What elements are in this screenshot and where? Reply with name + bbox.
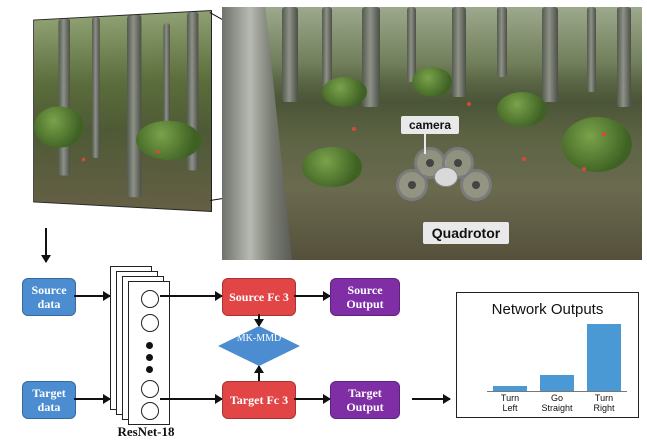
mk-mmd-diamond [218, 326, 300, 366]
target-data-arrow [74, 394, 111, 404]
source-output-box: Source Output [330, 278, 400, 316]
target-fc-to-mmd-arrow [254, 365, 264, 381]
chart-title: Network Outputs [491, 301, 604, 318]
neuron-node [141, 290, 159, 308]
source-fc3-box: Source Fc 3 [222, 278, 296, 316]
quadrotor-drone [394, 147, 494, 207]
bar-go-straight [540, 375, 574, 391]
camera-label: camera [401, 116, 459, 134]
source-fc-to-output-arrow [294, 291, 331, 301]
camera-view-image [33, 10, 212, 212]
mk-mmd-label: MK-MMD [236, 333, 282, 344]
neuron-node [141, 380, 159, 398]
target-fc3-box: Target Fc 3 [222, 381, 296, 419]
source-fc-to-mmd-arrow [254, 314, 264, 327]
target-output-to-panel-arrow [412, 394, 451, 404]
target-output-box: Target Output [330, 381, 400, 419]
bar-turn-left [493, 386, 527, 391]
neuron-node [141, 402, 159, 420]
camera-pointer-line [424, 134, 426, 154]
quadrotor-label: Quadrotor [423, 222, 509, 244]
resnet-to-target-fc-arrow [160, 394, 223, 404]
forest-scene-image [222, 7, 642, 260]
target-fc-to-output-arrow [294, 394, 331, 404]
source-data-arrow [74, 291, 111, 301]
resnet-label: ResNet-18 [117, 424, 175, 439]
resnet-to-source-fc-arrow [160, 291, 223, 301]
source-data-box: Source data [22, 278, 76, 316]
neuron-node [141, 314, 159, 332]
chart-baseline [487, 391, 627, 392]
bar-turn-right [587, 324, 621, 391]
inset-to-source-arrow [41, 228, 51, 263]
resnet-block [110, 266, 180, 426]
target-data-box: Target data [22, 381, 76, 419]
